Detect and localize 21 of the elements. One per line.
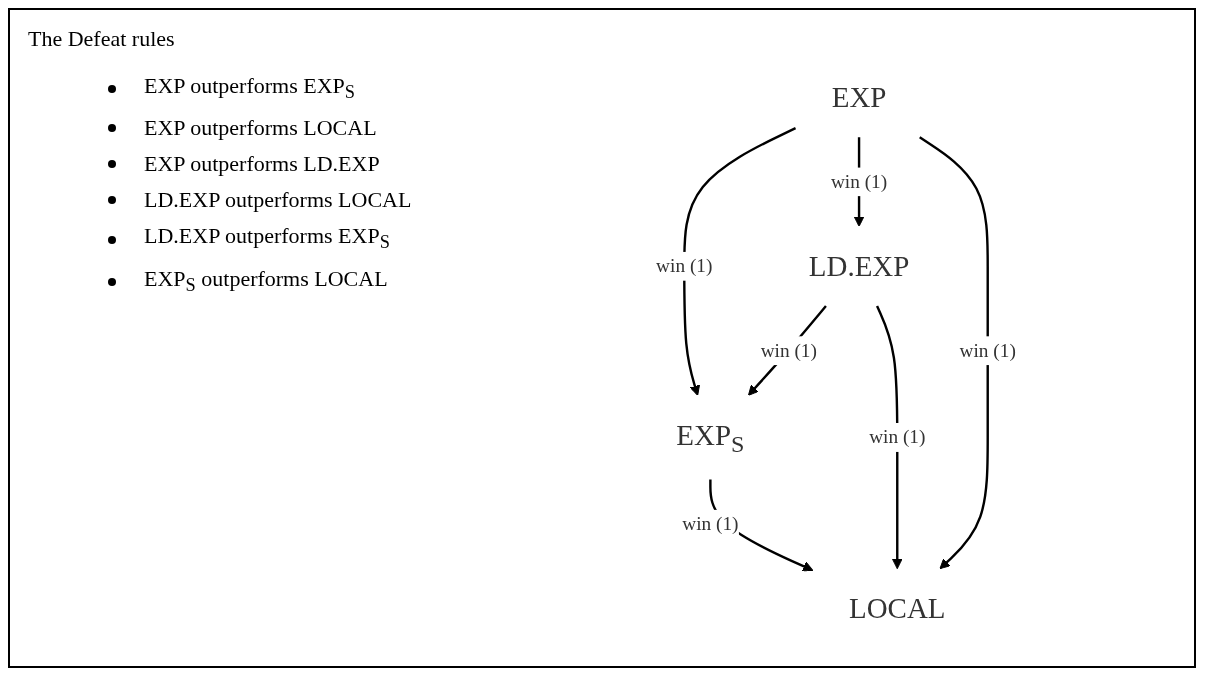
edge-label: win (1) xyxy=(760,339,817,361)
edge-label: win (1) xyxy=(830,171,888,192)
node-text: LD.EXP xyxy=(808,250,910,282)
arrow xyxy=(875,305,903,570)
title: The Defeat rules xyxy=(28,26,175,52)
rule-text: EXP$_{S}$ outperforms LOCAL xyxy=(144,264,388,298)
edge-label: win (1) xyxy=(656,255,713,276)
edge-label: win (1) xyxy=(959,339,1016,361)
edge-label: win (1) xyxy=(869,426,926,448)
arrow xyxy=(747,305,827,396)
arrow xyxy=(919,136,989,570)
rule-text: EXP outperforms EXP$_{S}$ xyxy=(144,72,356,105)
rule-text: LD.EXP outperforms LOCAL xyxy=(144,186,412,215)
rule-text: EXP outperforms LD.EXP xyxy=(144,150,380,179)
arrow xyxy=(683,127,797,396)
rule-text: EXP outperforms LOCAL xyxy=(144,114,377,143)
node-text: EXP$_{S}$ xyxy=(676,419,745,457)
edge-label: win (1) xyxy=(682,513,739,534)
node-text: EXP xyxy=(831,81,887,114)
node-text: LOCAL xyxy=(849,592,946,625)
rule-text: LD.EXP outperforms EXP$_{S}$ xyxy=(144,222,390,255)
